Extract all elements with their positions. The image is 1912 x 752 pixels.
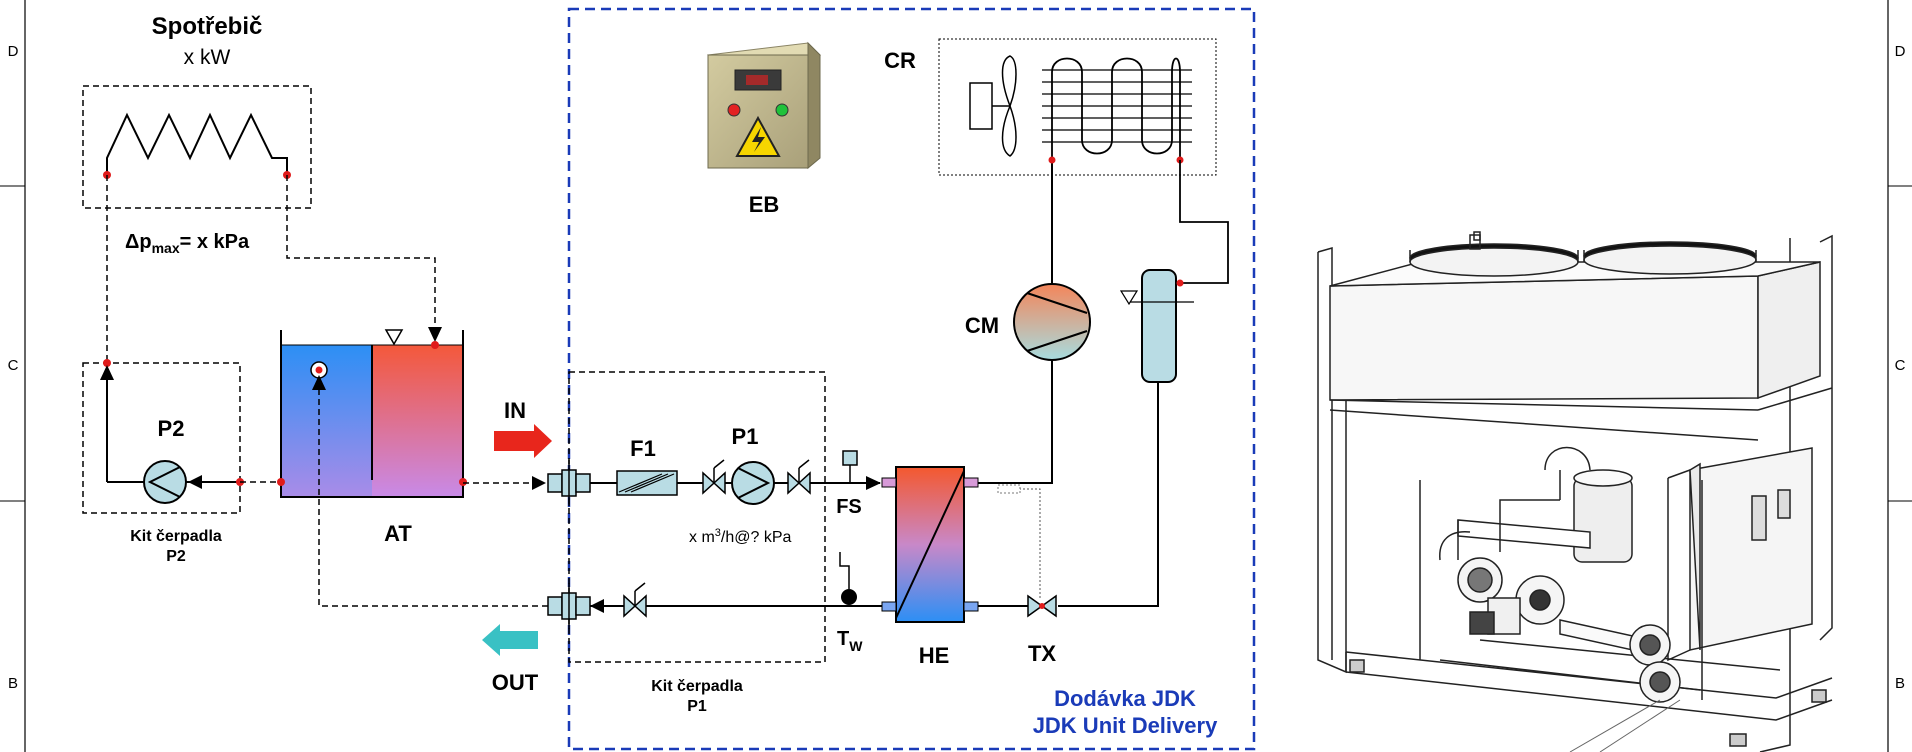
compressor: CM xyxy=(965,283,1091,361)
expansion-valve: TX xyxy=(1027,594,1057,666)
row-label-d-left: D xyxy=(8,43,19,60)
port-dot xyxy=(315,366,323,374)
pump-p1-label: P1 xyxy=(732,424,759,449)
tx-bulb-line xyxy=(998,488,1041,598)
arrow-down-icon xyxy=(428,327,442,342)
pump-kit-p1-box xyxy=(568,371,826,663)
row-label-b-left: B xyxy=(8,675,18,692)
condenser-fins xyxy=(1042,69,1192,143)
return-to-tank-line xyxy=(318,378,548,607)
fan-motor-icon xyxy=(969,82,993,130)
union-fitting-out xyxy=(547,583,591,629)
consumer-power: x kW xyxy=(184,46,231,69)
condenser-box xyxy=(938,38,1217,176)
consumer-box xyxy=(82,85,312,209)
port-dot xyxy=(431,341,439,349)
pump-p1: P1 xyxy=(731,424,775,505)
filter-label: F1 xyxy=(630,436,656,461)
heat-exchanger: HE xyxy=(881,466,979,668)
port-dot xyxy=(103,359,111,367)
red-lamp-icon xyxy=(727,103,741,117)
flow-switch-label: FS xyxy=(836,496,862,518)
compressor-icon xyxy=(1013,283,1091,361)
row-label-c-left: C xyxy=(8,357,19,374)
valve-right xyxy=(787,459,811,495)
arrow-out-icon xyxy=(482,624,538,656)
in-label: IN xyxy=(504,398,526,423)
condenser: CR xyxy=(884,38,1217,176)
pump-triangle xyxy=(147,466,181,498)
condenser-coil xyxy=(1051,57,1181,160)
consumer: Spotřebič x kW Δpmax= x kPa xyxy=(82,13,312,256)
pump-p1-icon xyxy=(731,461,775,505)
arrow-in-icon xyxy=(494,424,552,458)
delivery-label-en: JDK Unit Delivery xyxy=(1033,713,1218,738)
arrow-left-icon xyxy=(188,475,202,489)
heat-exchanger-label: HE xyxy=(919,643,950,668)
electrical-box-label: EB xyxy=(749,192,780,217)
row-label-d-right: D xyxy=(1895,43,1906,60)
filter-f1: F1 xyxy=(616,436,678,496)
union-fitting-in xyxy=(547,460,591,506)
row-label-c-right: C xyxy=(1895,357,1906,374)
receiver xyxy=(1119,269,1194,383)
temperature-label: TW xyxy=(837,628,863,654)
pump-kit-p2: P2 Kit čerpadla P2 xyxy=(82,359,244,565)
arrow-right-icon xyxy=(532,476,546,490)
tank-label: AT xyxy=(384,521,412,546)
tank-hot-side xyxy=(372,345,463,497)
arrow-left-icon xyxy=(590,599,604,613)
kit-p1-label-line1: Kit čerpadla xyxy=(651,678,743,695)
refrigerant-line xyxy=(1179,160,1229,284)
compressor-label: CM xyxy=(965,313,999,338)
electrical-box: EB xyxy=(706,41,822,217)
arrow-up-icon xyxy=(100,365,114,380)
flow-rate-label: x m3/h@? kPa xyxy=(689,527,792,546)
kit-p2-label-line2: P2 xyxy=(166,548,186,565)
refrigerant-line xyxy=(1058,382,1159,607)
arrow-up-icon xyxy=(312,375,326,390)
condenser-label: CR xyxy=(884,48,916,73)
valve-icon xyxy=(1027,594,1044,618)
valve-return xyxy=(623,582,647,618)
consumer-title: Spotřebič xyxy=(152,13,263,40)
row-label-b-right: B xyxy=(1895,675,1905,692)
kit-p2-label-line1: Kit čerpadla xyxy=(130,528,222,545)
expansion-valve-label: TX xyxy=(1028,641,1056,666)
delivery-label-cz: Dodávka JDK xyxy=(1054,686,1196,711)
chiller-unit-illustration xyxy=(1317,231,1833,752)
valve-left xyxy=(702,459,726,495)
out-label: OUT xyxy=(492,670,539,695)
port-dot xyxy=(277,478,285,486)
receiver-icon xyxy=(1141,269,1177,383)
port-dot xyxy=(1176,279,1184,287)
port-dot xyxy=(459,478,467,486)
level-triangle-icon xyxy=(1119,290,1139,306)
accumulation-tank: AT xyxy=(240,329,467,546)
pump-p2-label: P2 xyxy=(158,416,185,441)
green-lamp-icon xyxy=(775,103,789,117)
pressure-drop-label: Δpmax= x kPa xyxy=(125,231,250,256)
tx-bulb xyxy=(997,484,1021,494)
arrow-right-icon xyxy=(866,476,881,490)
flow-switch-icon xyxy=(842,450,858,466)
kit-p1-label-line2: P1 xyxy=(687,698,707,715)
temperature-sensor: TW xyxy=(837,552,863,654)
port-dot xyxy=(1048,156,1056,164)
heat-load-coil xyxy=(106,112,288,175)
consumer-return-line xyxy=(286,175,436,335)
flow-switch: FS xyxy=(836,450,862,518)
level-triangle-icon xyxy=(384,329,404,346)
refrigerant-line xyxy=(978,355,1053,484)
sensor-dot-icon xyxy=(841,589,857,605)
pump-kit-p2-box xyxy=(82,362,241,514)
tank-outline xyxy=(280,330,464,498)
